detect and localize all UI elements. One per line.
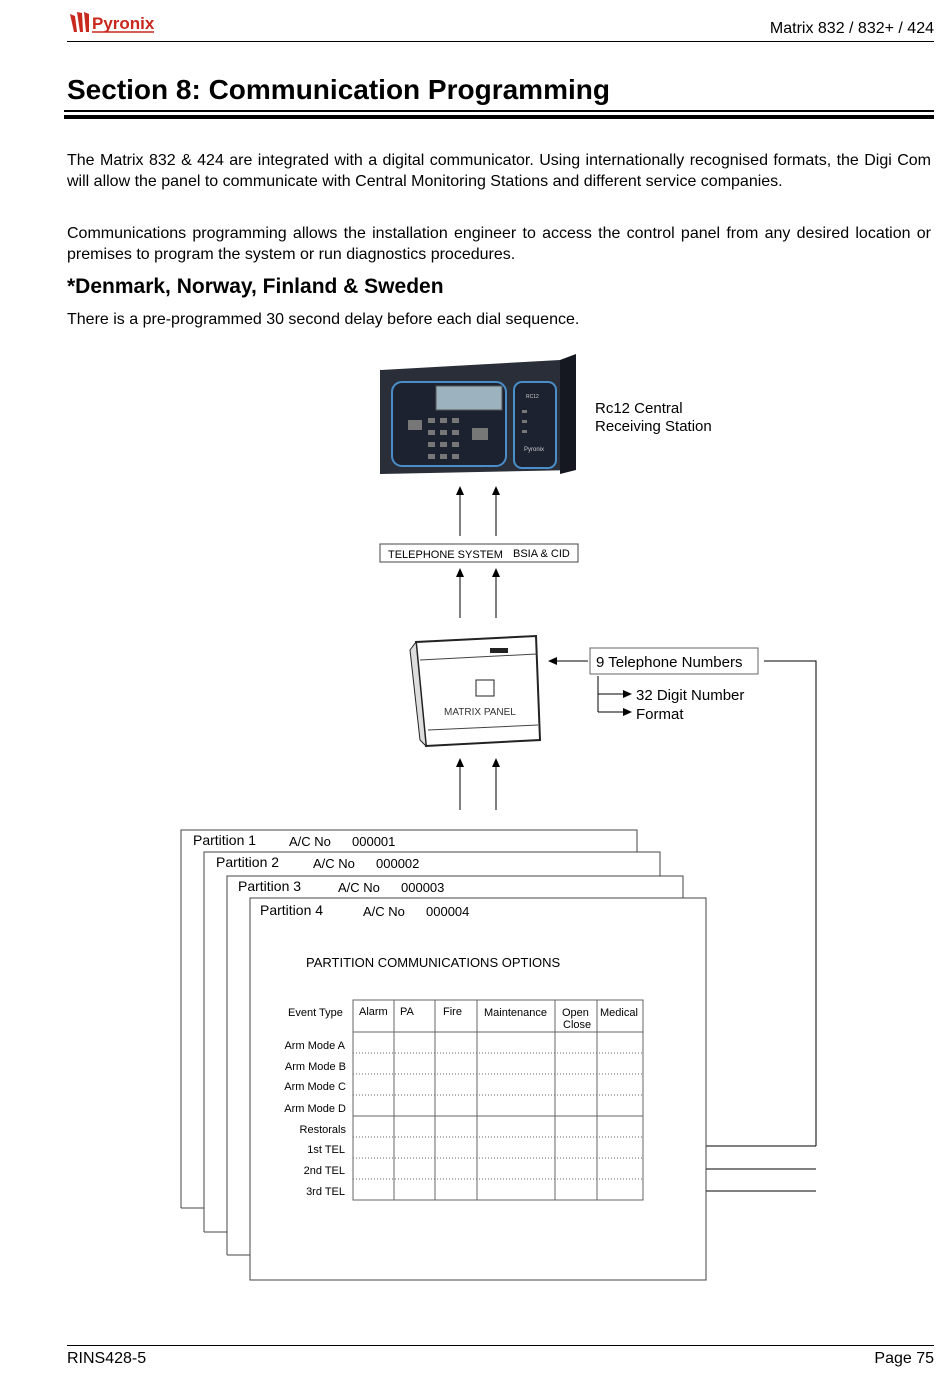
- title-rule-thick: [64, 115, 934, 119]
- telephone-system-box: [379, 543, 579, 563]
- row-1st-tel: 1st TEL: [307, 1144, 345, 1156]
- row-arm-mode-a: Arm Mode A: [284, 1040, 345, 1052]
- options-title: PARTITION COMMUNICATIONS OPTIONS: [306, 955, 561, 970]
- digit-number-label: 32 Digit Number: [636, 687, 744, 704]
- receiver-label-line2: Receiving Station: [595, 418, 712, 435]
- row-arm-mode-b: Arm Mode B: [285, 1061, 346, 1073]
- partition-2-ac-value: 000002: [376, 856, 419, 871]
- receiver-label-line1: Rc12 Central: [595, 400, 683, 417]
- event-type-header: Event Type: [288, 1007, 343, 1019]
- tel-numbers-feed-line: [764, 660, 817, 1146]
- row-arm-mode-d: Arm Mode D: [284, 1103, 346, 1115]
- arrows-to-telephone-system: [456, 568, 500, 618]
- partition-4-ac-value: 000004: [426, 904, 469, 919]
- subheading: *Denmark, Norway, Finland & Sweden: [67, 275, 444, 298]
- partition-2-ac-label: A/C No: [313, 856, 355, 871]
- header-title: Matrix 832 / 832+ / 424: [769, 20, 934, 37]
- formats-label: BSIA & CID: [513, 548, 570, 560]
- telephone-system-label: TELEPHONE SYSTEM: [388, 549, 503, 561]
- telephone-numbers-label: 9 Telephone Numbers: [596, 654, 742, 671]
- partition-1-name: Partition 1: [193, 832, 256, 848]
- matrix-panel-image: [409, 634, 542, 748]
- panel-label: MATRIX PANEL: [444, 707, 516, 718]
- programming-paragraph: Communications programming allows the in…: [67, 225, 931, 263]
- intro-paragraph: The Matrix 832 & 424 are integrated with…: [67, 152, 931, 190]
- partition-4-name: Partition 4: [260, 902, 323, 918]
- col-close: Close: [563, 1019, 591, 1031]
- receiver-brand-text: Pyronix: [524, 447, 544, 453]
- partition-3-name: Partition 3: [238, 878, 301, 894]
- telephone-numbers-box: [589, 647, 759, 675]
- col-medical: Medical: [600, 1007, 638, 1019]
- logo-text: Pyronix: [92, 14, 155, 33]
- col-maintenance: Maintenance: [484, 1007, 547, 1019]
- partition-sheets: [180, 829, 707, 1281]
- format-label: Format: [636, 706, 684, 723]
- partition-4-ac-label: A/C No: [363, 904, 405, 919]
- partition-3-ac-value: 000003: [401, 880, 444, 895]
- row-2nd-tel: 2nd TEL: [304, 1165, 345, 1177]
- col-alarm: Alarm: [359, 1006, 388, 1018]
- footer-rule: [67, 1345, 934, 1346]
- col-pa: PA: [400, 1006, 415, 1018]
- title-rule-thin: [64, 110, 934, 112]
- partition-2-name: Partition 2: [216, 854, 279, 870]
- receiver-model-text: RC12: [526, 394, 539, 400]
- partition-3-ac-label: A/C No: [338, 880, 380, 895]
- page-number: Page 75: [874, 1350, 934, 1367]
- col-fire: Fire: [443, 1006, 462, 1018]
- header-rule: [67, 41, 934, 42]
- section-title: Section 8: Communication Programming: [67, 74, 610, 105]
- pyronix-logo: Pyronix: [68, 8, 158, 38]
- options-table-grid: [352, 999, 644, 1201]
- row-arm-mode-c: Arm Mode C: [284, 1081, 346, 1093]
- communication-diagram: RC12 Pyronix Rc12 Central Receiving Stat…: [160, 340, 840, 1295]
- receiving-station-image: RC12 Pyronix: [380, 354, 576, 474]
- row-3rd-tel: 3rd TEL: [306, 1186, 345, 1198]
- row-restorals: Restorals: [300, 1124, 347, 1136]
- dial-delay-note: There is a pre-programmed 30 second dela…: [67, 311, 580, 328]
- arrows-to-panel: [456, 758, 500, 810]
- arrows-to-receiver: [456, 486, 500, 536]
- partition-1-ac-label: A/C No: [289, 834, 331, 849]
- col-open: Open: [562, 1007, 589, 1019]
- document-reference: RINS428-5: [67, 1350, 147, 1367]
- partition-1-ac-value: 000001: [352, 834, 395, 849]
